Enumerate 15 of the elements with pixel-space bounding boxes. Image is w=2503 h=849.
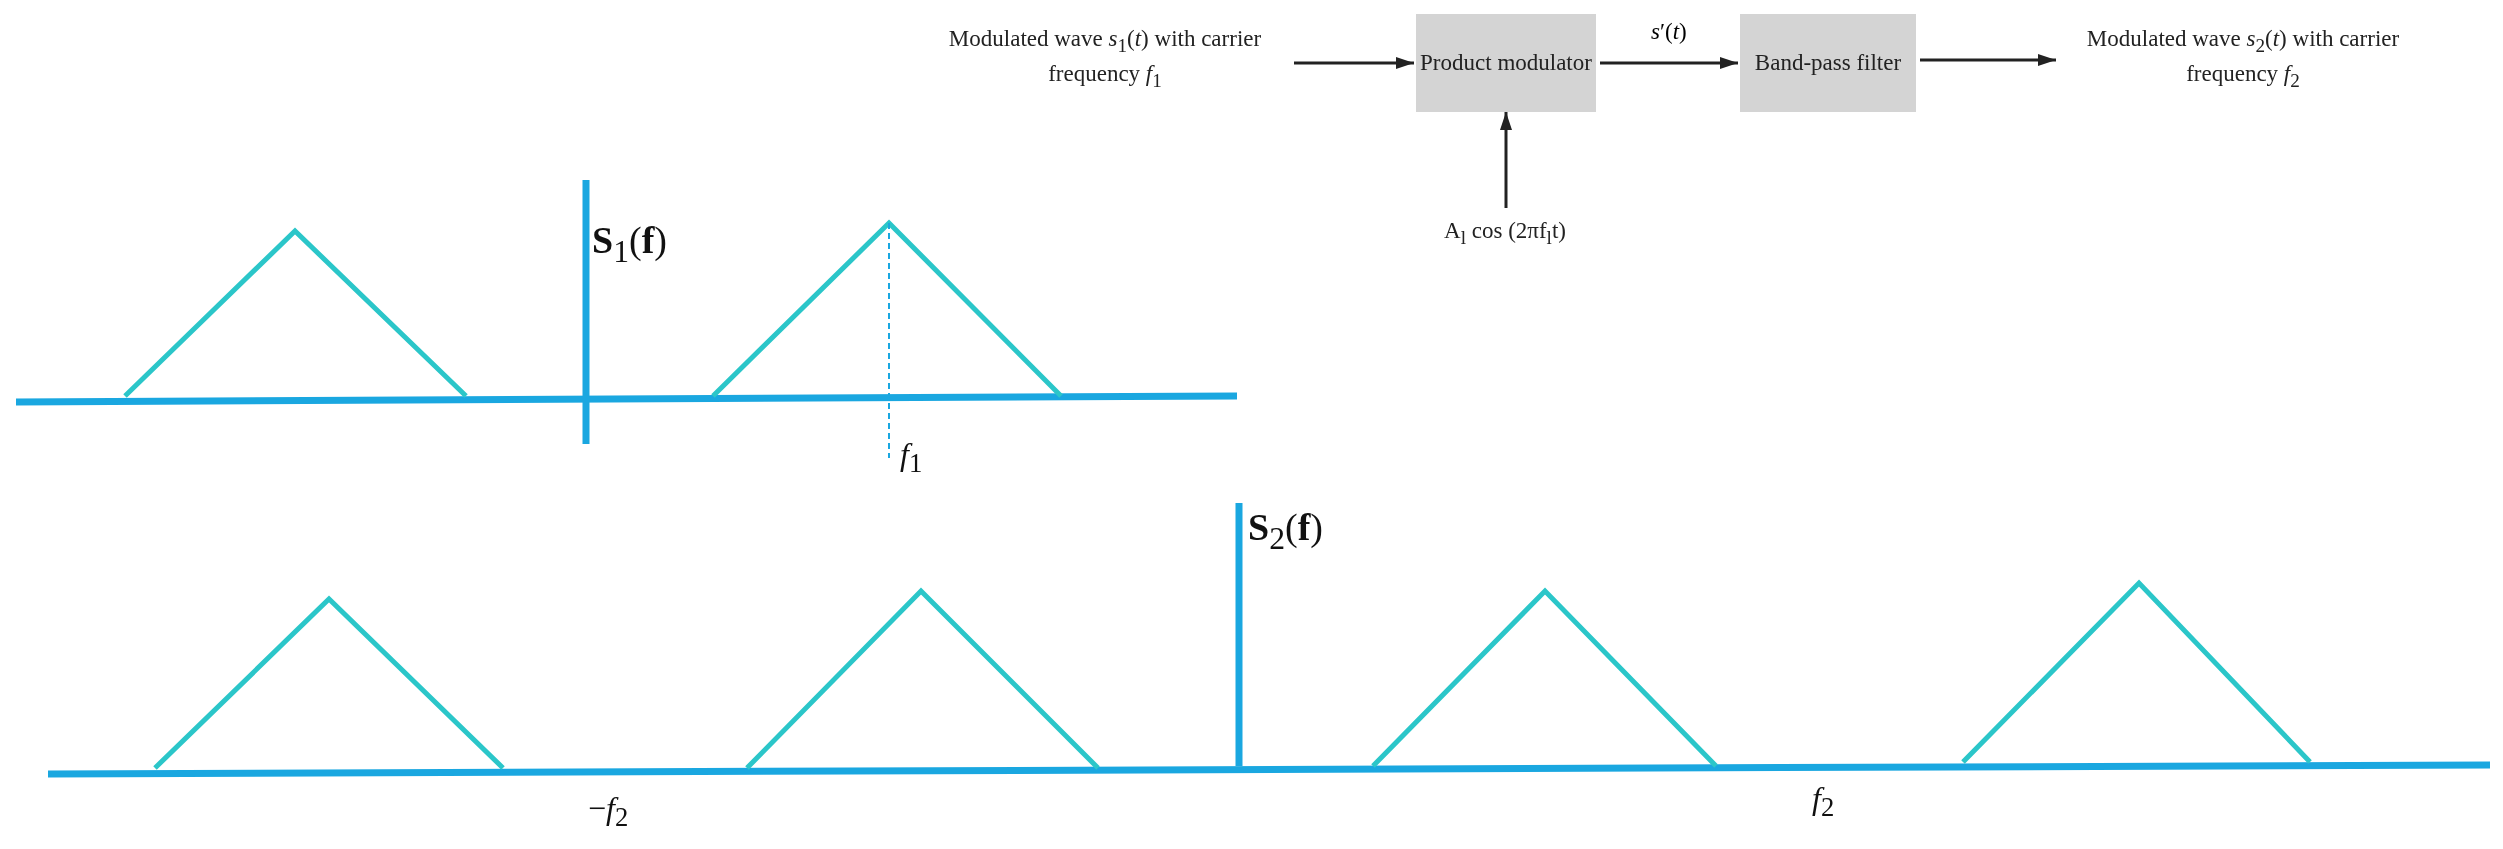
process-box: Product modulator: [1416, 14, 1596, 112]
frequency-label: f$_{2}$: [1812, 780, 1835, 824]
axis-label: S$_{2}$(f): [1248, 505, 1323, 557]
signal-text: Modulated wave s$_{2}$(t) with carrier frequency f$_{2}$: [2058, 20, 2428, 100]
arrow: [1294, 57, 1414, 69]
axis-label: S$_{1}$(f): [592, 218, 667, 270]
frequency-label: −f$_{2}$: [588, 790, 629, 834]
arrow: [1600, 57, 1738, 69]
arrow: [1500, 112, 1512, 208]
process-box: Band-pass filter: [1740, 14, 1916, 112]
frequency-label: f$_{1}$: [900, 436, 923, 480]
signal-text: Modulated wave s$_{1}$(t) with carrier frequency f$_{1}$: [920, 20, 1290, 100]
arrow: [1920, 54, 2056, 66]
signal-text: A$_{l}$ cos (2πf$_{l}$t): [1380, 212, 1630, 256]
edge-label: s′(t): [1649, 19, 1689, 45]
